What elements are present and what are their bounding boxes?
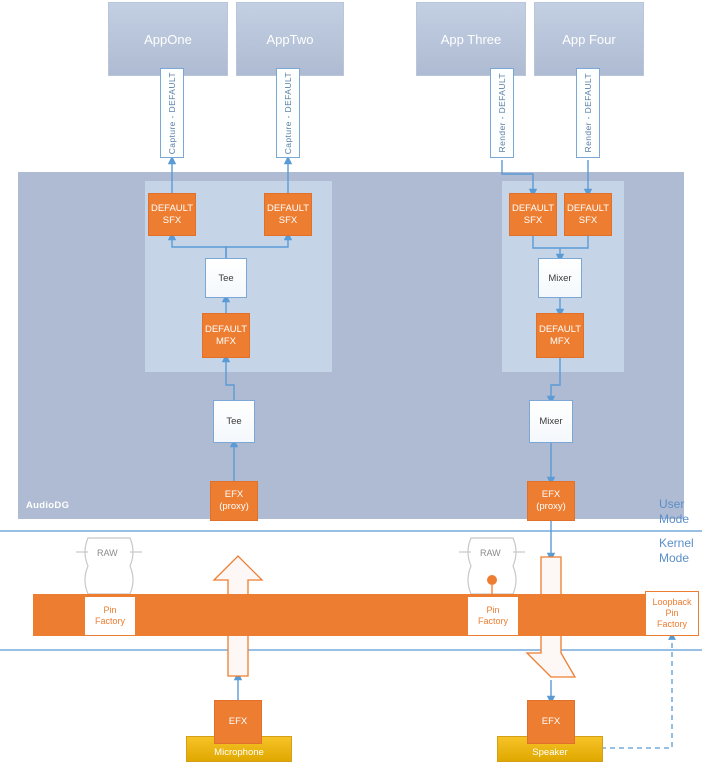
endpoint-render-appfour[interactable]: Render - DEFAULT: [576, 68, 600, 158]
endpoint-label-text: Capture - DEFAULT: [283, 71, 293, 155]
capture-default-mfx[interactable]: DEFAULT MFX: [202, 313, 250, 358]
box-line-1: DEFAULT: [511, 202, 555, 214]
box-line-1: Pin: [103, 605, 117, 615]
render-mixer-inner[interactable]: Mixer: [538, 258, 582, 298]
speaker-efx[interactable]: EFX: [527, 700, 575, 744]
box-line-1: EFX: [224, 489, 244, 500]
box-line-2: Factory: [94, 616, 125, 626]
box-line-2: MFX: [549, 335, 571, 347]
render-default-sfx-2[interactable]: DEFAULT SFX: [564, 193, 612, 236]
endpoint-label-text: Render - DEFAULT: [497, 73, 507, 153]
box-line-1: Loopback: [652, 597, 692, 607]
box-line-2: Pin: [665, 608, 679, 618]
kernel-driver-bar: [33, 594, 688, 636]
box-line-2: SFX: [278, 214, 298, 226]
raw-stream-label-render: RAW: [547, 600, 557, 623]
loopback-pin-factory[interactable]: Loopback Pin Factory: [645, 591, 699, 636]
capture-tee-outer[interactable]: Tee: [213, 400, 255, 443]
capture-default-sfx-1[interactable]: DEFAULT SFX: [148, 193, 196, 236]
endpoint-label-text: Capture - DEFAULT: [167, 71, 177, 155]
pin-factory-render[interactable]: Pin Factory: [467, 596, 519, 636]
user-mode-label: User Mode: [659, 497, 690, 526]
box-line-2: SFX: [162, 214, 182, 226]
render-default-sfx-1[interactable]: DEFAULT SFX: [509, 193, 557, 236]
app-box-appfour[interactable]: App Four: [534, 2, 644, 76]
render-mixer-outer[interactable]: Mixer: [529, 400, 573, 443]
box-line-1: DEFAULT: [566, 202, 610, 214]
endpoint-render-appthree[interactable]: Render - DEFAULT: [490, 68, 514, 158]
app-box-appthree[interactable]: App Three: [416, 2, 526, 76]
box-line-2: MFX: [215, 335, 237, 347]
box-line-3: Factory: [656, 619, 687, 629]
capture-tee-inner[interactable]: Tee: [205, 258, 247, 298]
box-line-2: (proxy): [536, 501, 566, 512]
box-line-1: DEFAULT: [266, 202, 310, 214]
box-line-1: Pin: [486, 605, 500, 615]
endpoint-label-text: Render - DEFAULT: [583, 73, 593, 153]
box-line-1: DEFAULT: [204, 323, 248, 335]
raw-node-label-right: RAW: [480, 548, 501, 558]
box-line-2: (proxy): [219, 501, 249, 512]
box-line-1: EFX: [541, 489, 561, 500]
box-line-2: SFX: [523, 214, 543, 226]
raw-stream-label-capture: RAW: [234, 600, 244, 623]
app-box-appone[interactable]: AppOne: [108, 2, 228, 76]
endpoint-capture-appone[interactable]: Capture - DEFAULT: [160, 68, 184, 158]
box-line-2: SFX: [578, 214, 598, 226]
pin-factory-capture[interactable]: Pin Factory: [84, 596, 136, 636]
raw-node-label-left: RAW: [97, 548, 118, 558]
kernel-mode-label: Kernel Mode: [659, 536, 694, 565]
microphone-efx[interactable]: EFX: [214, 700, 262, 744]
capture-default-sfx-2[interactable]: DEFAULT SFX: [264, 193, 312, 236]
app-box-apptwo[interactable]: AppTwo: [236, 2, 344, 76]
capture-efx-proxy[interactable]: EFX (proxy): [210, 481, 258, 521]
render-efx-proxy[interactable]: EFX (proxy): [527, 481, 575, 521]
render-default-mfx[interactable]: DEFAULT MFX: [536, 313, 584, 358]
endpoint-capture-apptwo[interactable]: Capture - DEFAULT: [276, 68, 300, 158]
box-line-1: DEFAULT: [538, 323, 582, 335]
box-line-1: DEFAULT: [150, 202, 194, 214]
audiodg-label: AudioDG: [26, 500, 70, 511]
box-line-2: Factory: [477, 616, 508, 626]
